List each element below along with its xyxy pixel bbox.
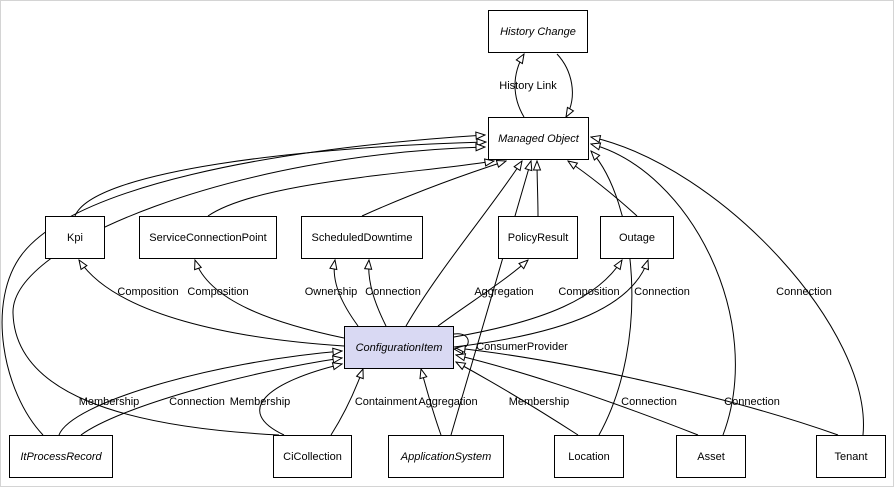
node-location-label: Location — [568, 450, 610, 463]
node-scheduled-downtime-label: ScheduledDowntime — [311, 231, 413, 244]
node-it-process-record-label: ItProcessRecord — [20, 450, 102, 463]
edge-configurationitem-scheduleddowntime-connection — [369, 260, 387, 327]
node-application-system[interactable]: ApplicationSystem — [388, 435, 504, 478]
node-outage-label: Outage — [618, 231, 656, 244]
node-asset-label: Asset — [697, 450, 725, 463]
edge-serviceconnectionpoint-managedobject — [207, 161, 494, 217]
node-asset[interactable]: Asset — [676, 435, 746, 478]
edge-configurationitem-outage-composition — [453, 260, 622, 338]
edge-cicollection-configurationitem-membership — [259, 364, 342, 436]
node-location[interactable]: Location — [554, 435, 624, 478]
node-tenant-label: Tenant — [834, 450, 868, 463]
node-configuration-item[interactable]: ConfigurationItem — [344, 326, 454, 369]
edge-configurationitem-outage-connection — [453, 260, 648, 348]
node-tenant[interactable]: Tenant — [816, 435, 886, 478]
node-kpi-label: Kpi — [67, 231, 83, 244]
edge-policyresult-managedobject — [537, 161, 538, 217]
node-ci-collection-label: CiCollection — [283, 450, 342, 463]
edge-scheduleddowntime-managedobject — [361, 161, 506, 217]
edge-outage-managedobject — [568, 161, 638, 217]
edge-tenant-managedobject — [591, 137, 864, 436]
node-policy-result[interactable]: PolicyResult — [498, 216, 578, 259]
node-outage[interactable]: Outage — [600, 216, 674, 259]
edge-location-configurationitem — [456, 362, 579, 436]
node-history-change[interactable]: History Change — [488, 10, 588, 53]
edge-applicationsystem-managedobject — [450, 161, 531, 436]
edge-managedobject-historychange — [514, 54, 524, 118]
edge-historychange-managedobject — [556, 53, 572, 117]
edge-asset-managedobject — [591, 144, 736, 436]
edge-asset-configurationitem — [456, 355, 699, 436]
edge-location-managedobject — [591, 151, 633, 436]
node-ci-collection[interactable]: CiCollection — [273, 435, 352, 478]
edge-configurationitem-managedobject — [405, 161, 522, 327]
node-service-connection-point[interactable]: ServiceConnectionPoint — [139, 216, 277, 259]
node-kpi[interactable]: Kpi — [45, 216, 105, 259]
node-service-connection-point-label: ServiceConnectionPoint — [149, 231, 267, 244]
node-history-change-label: History Change — [500, 25, 576, 38]
node-it-process-record[interactable]: ItProcessRecord — [9, 435, 113, 478]
node-application-system-label: ApplicationSystem — [400, 450, 492, 463]
node-managed-object[interactable]: Managed Object — [488, 117, 589, 160]
edge-configurationitem-policyresult — [437, 260, 528, 327]
node-scheduled-downtime[interactable]: ScheduledDowntime — [301, 216, 423, 259]
node-managed-object-label: Managed Object — [498, 132, 579, 145]
node-configuration-item-label: ConfigurationItem — [355, 341, 443, 354]
edge-itprocessrecord-configurationitem-membership — [58, 351, 342, 436]
edge-itprocessrecord-configurationitem-connection — [80, 358, 342, 436]
edge-configurationitem-kpi — [79, 260, 345, 347]
node-policy-result-label: PolicyResult — [507, 231, 569, 244]
edge-configurationitem-serviceconnectionpoint — [195, 260, 345, 339]
edge-configurationitem-scheduleddowntime-ownership — [334, 260, 359, 327]
edge-tenant-configurationitem — [456, 348, 839, 436]
edge-applicationsystem-configurationitem — [421, 369, 442, 436]
edge-cicollection-configurationitem-containment — [330, 369, 363, 436]
edge-cicollection-managedobject — [12, 147, 485, 436]
edge-kpi-managedobject — [74, 142, 486, 217]
